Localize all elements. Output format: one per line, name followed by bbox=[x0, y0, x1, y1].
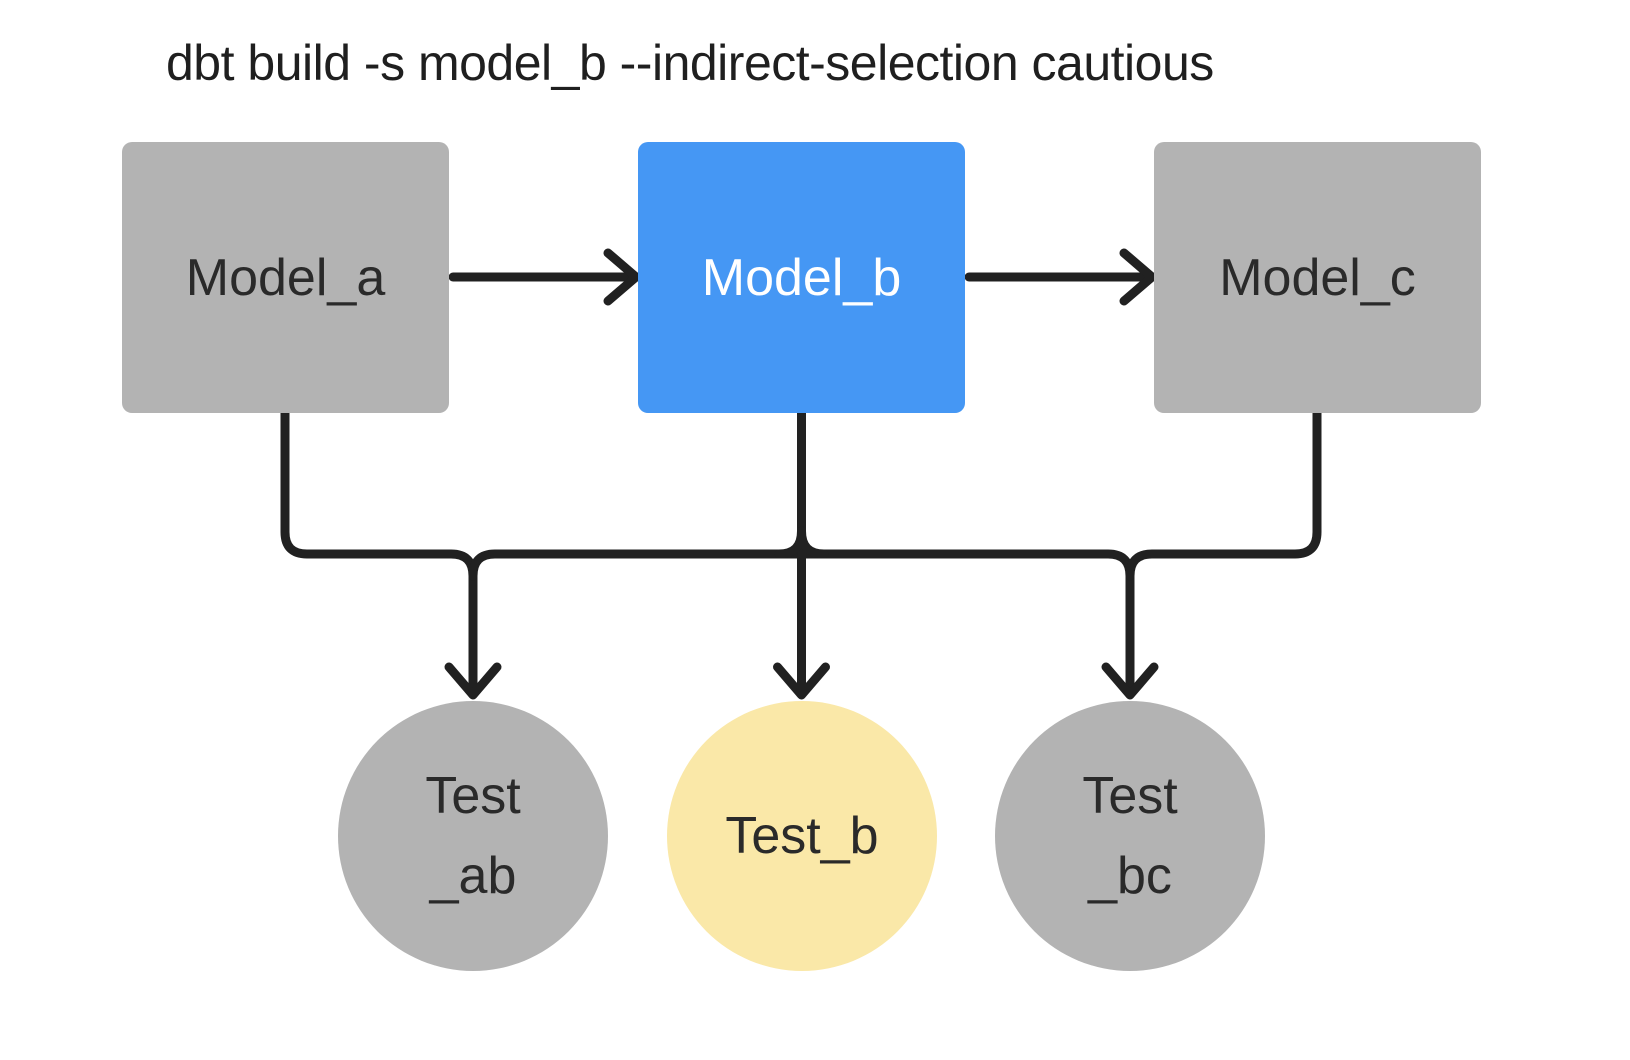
arrowhead-test-b-icon bbox=[773, 662, 830, 700]
junction-fillet-right bbox=[797, 526, 829, 559]
test-bc-node: Test _bc bbox=[995, 701, 1265, 971]
edge-model-a-to-test-ab bbox=[280, 408, 478, 698]
arrowhead-test-ab-icon bbox=[444, 662, 502, 700]
test-bc-label-line-1: Test bbox=[1082, 767, 1178, 825]
test-bc-label-line-2: _bc bbox=[1088, 847, 1172, 905]
edge-model-b-to-test-ab bbox=[468, 549, 806, 581]
test-b-label: Test_b bbox=[725, 796, 878, 876]
model-c-node: Model_c bbox=[1154, 142, 1481, 413]
test-ab-label-line-1: Test bbox=[425, 767, 521, 825]
arrowhead-model-b-icon bbox=[603, 248, 641, 306]
model-b-label: Model_b bbox=[701, 248, 902, 307]
edge-model-c-to-test-bc bbox=[1125, 408, 1322, 581]
arrowhead-model-c-icon bbox=[1119, 248, 1157, 306]
model-c-label: Model_c bbox=[1219, 248, 1416, 307]
test-b-label-line-1: Test_b bbox=[725, 807, 879, 865]
test-ab-label: Test _ab bbox=[425, 756, 520, 916]
model-b-node: Model_b bbox=[638, 142, 965, 413]
test-ab-node: Test _ab bbox=[338, 701, 608, 971]
test-ab-label-line-2: _ab bbox=[429, 847, 517, 905]
model-a-node: Model_a bbox=[122, 142, 449, 413]
diagram-title: dbt build -s model_b --indirect-selectio… bbox=[166, 35, 1214, 91]
arrowhead-test-bc-icon bbox=[1101, 662, 1159, 700]
test-b-node: Test_b bbox=[667, 701, 937, 971]
model-a-label: Model_a bbox=[185, 248, 386, 307]
edge-model-b-to-test-bc bbox=[797, 549, 1135, 698]
test-bc-label: Test _bc bbox=[1082, 756, 1177, 916]
